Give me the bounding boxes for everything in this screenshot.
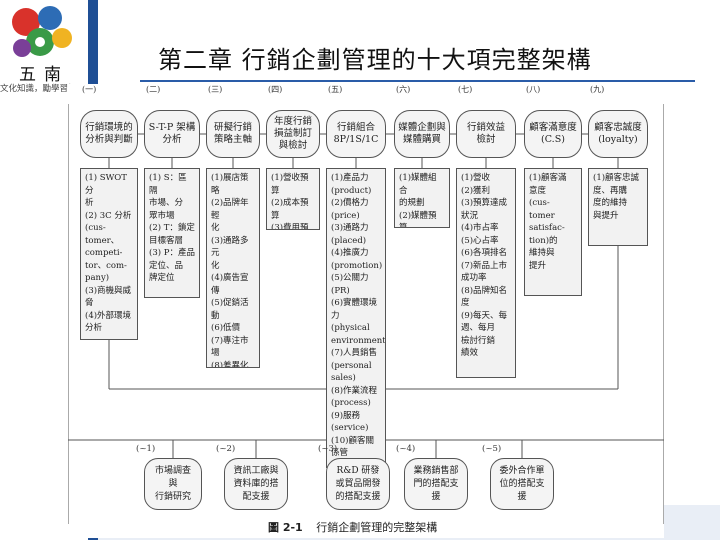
column-heading: 媒體企劃與 媒體購買 [394, 110, 450, 158]
support-box: 業務銷售部 門的搭配支 援 [404, 458, 468, 510]
publisher-logo-icon [4, 2, 82, 68]
column-detail: (1)營收預算 (2)成本預算 (3)費用預算 (4)損益預算 [266, 168, 320, 230]
column-number: (五) [328, 85, 343, 94]
support-number: (~2) [216, 444, 236, 454]
publisher-slogan: 文化知識，勵學習好 [0, 84, 77, 94]
column-heading: 顧客忠誠度 (loyalty) [588, 110, 648, 158]
column-heading: S-T-P 架構 分析 [144, 110, 200, 158]
column-detail: (1)顧客滿 意度 (cus- tomer satisfac- tion)的 維… [524, 168, 582, 296]
support-box: 資訊工廠與 資料庫的搭 配支援 [224, 458, 288, 510]
support-box: R&D 研發 或貿品開發 的搭配支援 [326, 458, 390, 510]
column-detail: (1)營收 (2)獲利 (3)預算達成 狀況 (4)市占率 (5)心占率 (6)… [456, 168, 516, 378]
support-box: 市場調查與 行銷研究 [144, 458, 202, 510]
support-box: 委外合作單 位的搭配支 援 [490, 458, 554, 510]
column-number: (四) [268, 85, 283, 94]
column-heading: 行銷效益 檢討 [456, 110, 516, 158]
figure-caption-text: 行銷企劃管理的完整架構 [316, 521, 438, 534]
column-heading: 行銷組合 8P/1S/1C [326, 110, 386, 158]
column-detail: (1)產品力 (product) (2)價格力 (price) (3)通路力 (… [326, 168, 386, 468]
column-number: (九) [590, 85, 605, 94]
column-heading: 年度行銷 損益制訂 與檢討 [266, 110, 320, 158]
column-detail: (1) SWOT 分 析 (2) 3C 分析 (cus- tomer、 comp… [80, 168, 138, 340]
column-number: (八) [526, 85, 541, 94]
slide-title: 第二章 行銷企劃管理的十大項完整架構 [158, 46, 592, 74]
column-detail: (1)媒體組合 的規劃 (2)媒體預算 的統籌 [394, 168, 450, 228]
column-heading: 顧客滿意度 (C.S) [524, 110, 582, 158]
column-detail: (1) S：區隔 市場、分 眾市場 (2) T：鎖定 目標客層 (3) P：產品… [144, 168, 200, 298]
support-number: (~3) [318, 444, 338, 454]
column-detail: (1)顧客忠誠 度、再購 度的維持 與提升 [588, 168, 648, 246]
column-number: (三) [208, 85, 223, 94]
column-number: (一) [82, 85, 97, 94]
column-number: (六) [396, 85, 411, 94]
publisher-name: 五南 [19, 65, 69, 85]
column-heading: 行銷環境的 分析與判斷 [80, 110, 138, 158]
figure-caption: 圖 2-1 行銷企劃管理的完整架構 [268, 519, 437, 535]
figure-number: 圖 2-1 [268, 521, 303, 534]
column-detail: (1)展店策略 (2)品牌年輕 化 (3)通路多元 化 (4)廣告宣傳 (5)促… [206, 168, 260, 368]
framework-diagram: (一) 行銷環境的 分析與判斷 (1) SWOT 分 析 (2) 3C 分析 (cu… [68, 84, 664, 538]
column-number: (七) [458, 85, 473, 94]
column-heading: 研擬行銷 策略主軸 [206, 110, 260, 158]
column-number: (二) [146, 85, 161, 94]
title-band [140, 30, 695, 82]
support-number: (~1) [136, 444, 156, 454]
support-number: (~4) [396, 444, 416, 454]
support-number: (~5) [482, 444, 502, 454]
